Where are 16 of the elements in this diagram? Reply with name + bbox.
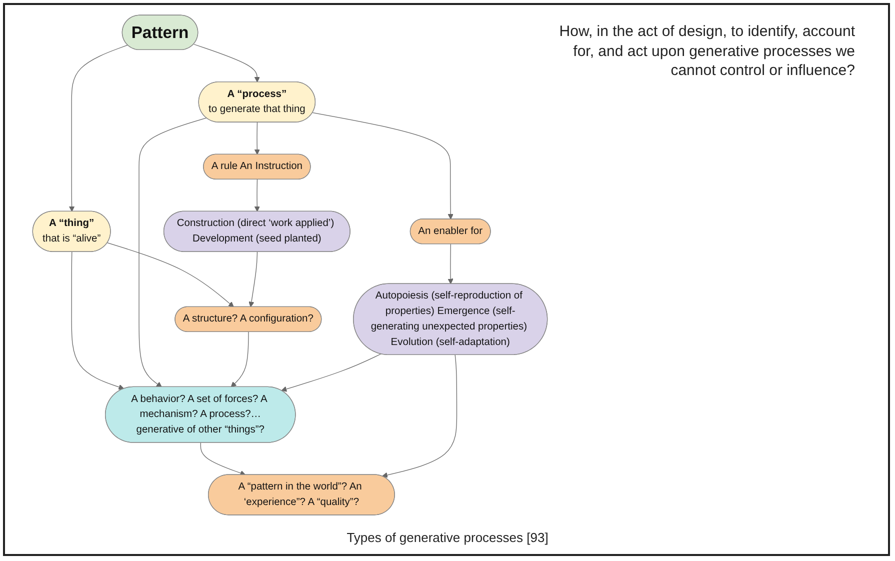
arrow bbox=[254, 179, 260, 212]
arrow bbox=[448, 244, 454, 284]
arrow bbox=[200, 442, 246, 476]
arrow bbox=[382, 354, 458, 478]
caption: Types of generative processes [93] bbox=[346, 530, 550, 545]
arrow bbox=[230, 332, 249, 388]
arrow bbox=[248, 252, 258, 308]
question-note: How, in the act of design, to identify, account for, and act upon generative processes we cannot control or influence? bbox=[558, 22, 855, 80]
arrow bbox=[68, 44, 128, 212]
arrow bbox=[71, 252, 124, 390]
arrow bbox=[312, 112, 454, 220]
arrow bbox=[138, 118, 207, 388]
arrow bbox=[254, 122, 260, 155]
arrow bbox=[107, 242, 234, 308]
arrow bbox=[193, 44, 260, 82]
arrow bbox=[281, 354, 382, 392]
